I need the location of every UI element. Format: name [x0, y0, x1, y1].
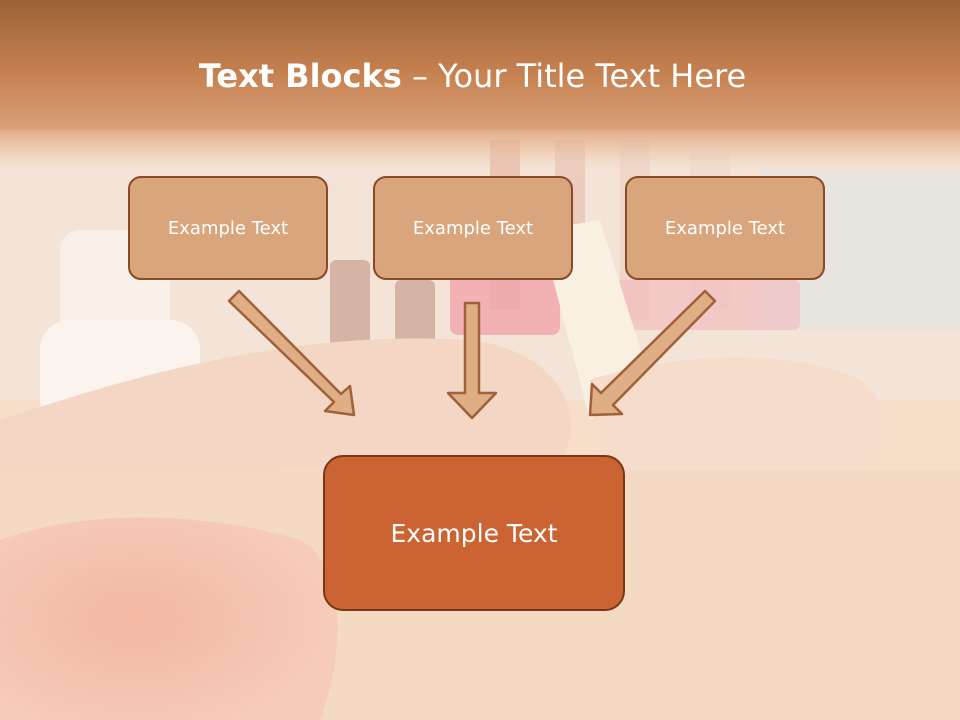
text-block-2-label: Example Text — [412, 217, 534, 239]
arrow-right — [588, 289, 717, 417]
result-block-label: Example Text — [390, 518, 558, 548]
text-block-3-label: Example Text — [664, 217, 786, 239]
title-bold: Text Blocks — [198, 57, 402, 95]
text-block-1[interactable]: Example Text — [128, 176, 328, 280]
title-dash: – — [401, 57, 439, 95]
text-block-2[interactable]: Example Text — [373, 176, 573, 280]
result-block[interactable]: Example Text — [323, 455, 625, 611]
arrow-left — [227, 289, 356, 417]
slide-title: Text Blocks – Your Title Text Here — [0, 54, 945, 98]
arrow-center — [446, 301, 498, 420]
text-block-3[interactable]: Example Text — [625, 176, 825, 280]
text-block-1-label: Example Text — [167, 217, 289, 239]
title-rest: Your Title Text Here — [438, 57, 747, 95]
